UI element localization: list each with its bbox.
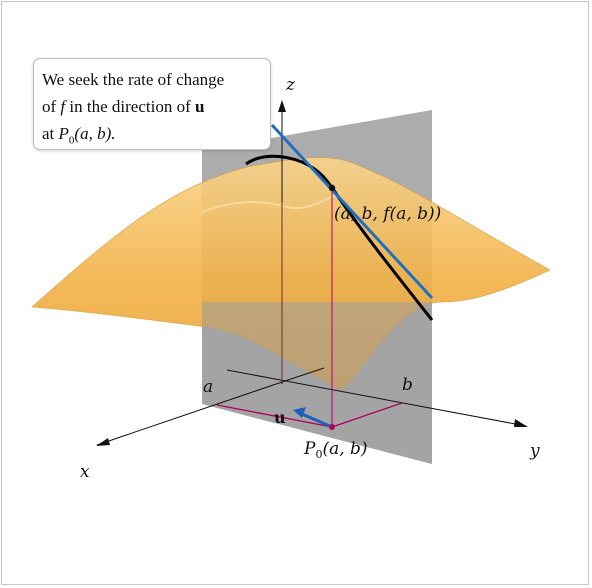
caption-line-1: We seek the rate of change	[42, 70, 225, 89]
projection-b-line	[331, 402, 403, 428]
y-axis-label: y	[529, 441, 540, 461]
caption-line-2: of f in the direction of u	[42, 97, 205, 116]
projection-a-line	[216, 404, 333, 428]
x-axis-back	[281, 367, 325, 383]
base-point-label: P0(a, b)	[303, 439, 368, 461]
y-axis	[226, 369, 527, 427]
caption-box: We seek the rate of change of f in the d…	[33, 58, 271, 150]
u-vector-label: u	[274, 408, 286, 427]
tangent-line	[270, 123, 434, 300]
x-axis-label: x	[80, 462, 90, 482]
y-axis-arrowhead	[514, 419, 528, 427]
vertical-plane-front	[202, 302, 432, 464]
vector-u	[301, 412, 333, 429]
base-point	[329, 424, 335, 430]
vector-u-arrowhead	[293, 407, 306, 418]
surface-ridge	[201, 191, 343, 213]
surface-point-label: (a, b, f(a, b))	[334, 204, 441, 224]
x-axis-arrowhead	[96, 438, 110, 446]
x-axis	[96, 381, 283, 446]
b-tick-label: b	[402, 375, 413, 395]
a-tick-label: a	[203, 377, 213, 397]
caption-line-3: at P0(a, b).	[42, 124, 116, 147]
z-axis-arrowhead	[278, 100, 286, 112]
z-axis-label: z	[285, 75, 296, 95]
surface-point	[328, 184, 336, 192]
